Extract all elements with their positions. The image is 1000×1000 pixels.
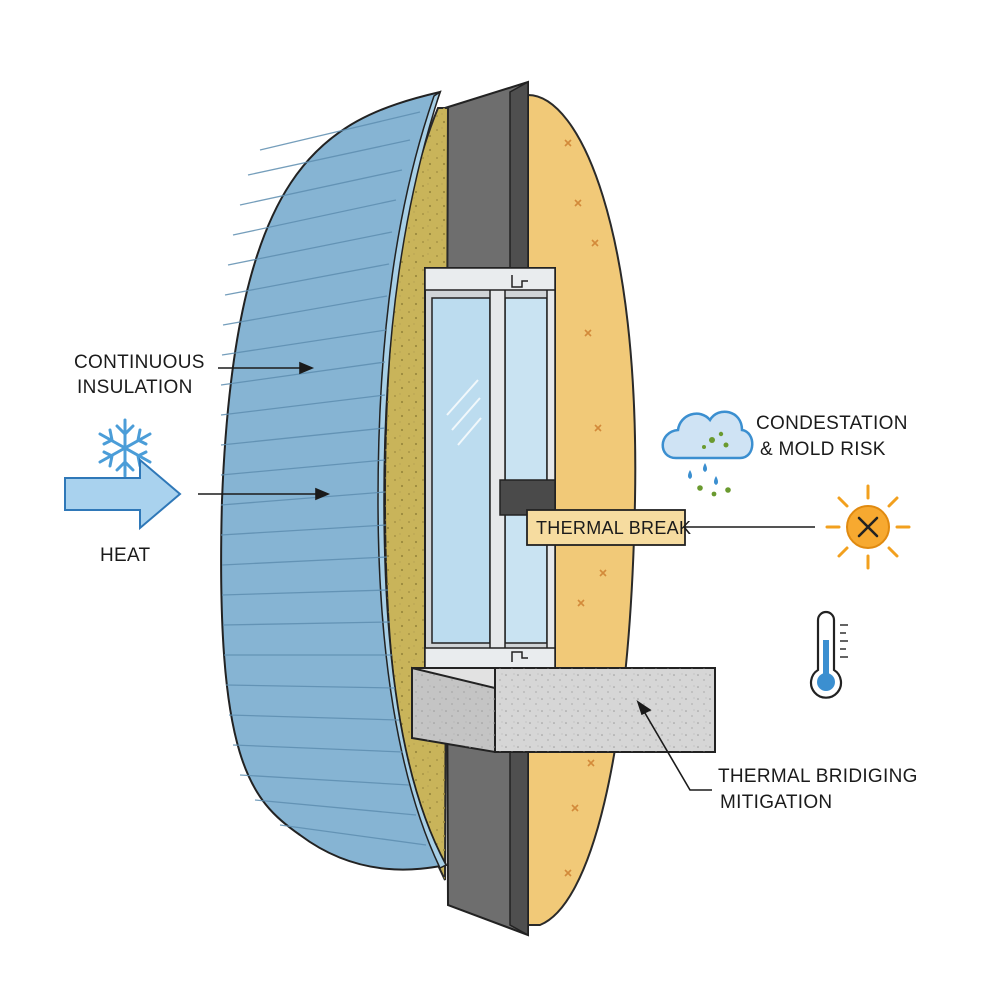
snowflake-icon	[98, 418, 152, 478]
thermal-break-label: THERMAL BREAK	[536, 518, 691, 538]
condensation-label-line1: CONDESTATION	[756, 413, 908, 434]
window-assembly	[424, 267, 556, 671]
condensation-label-line2: & MOLD RISK	[760, 439, 886, 460]
sun-warning-icon	[825, 484, 911, 570]
continuous-insulation-label-line2: INSULATION	[77, 377, 193, 398]
glass-pane-inner	[504, 297, 548, 644]
thermal-bridging-label-line1: THERMAL BRIDIGING	[718, 766, 918, 787]
thermometer-icon	[809, 610, 848, 699]
leader-lines	[198, 361, 815, 791]
glass-pane-outer	[431, 297, 491, 644]
rain-cloud-icon	[661, 410, 754, 497]
cladding-siding-lines	[220, 111, 427, 846]
concrete-sill	[411, 666, 716, 754]
heat-label: HEAT	[100, 545, 151, 566]
thermal-bridging-label-line2: MITIGATION	[720, 792, 832, 813]
batt-insulation-marks	[564, 139, 607, 877]
heat-arrow-icon	[64, 457, 182, 531]
continuous-insulation-label-line1: CONTINUOUS	[74, 352, 205, 373]
thermal-break-callout	[526, 509, 686, 546]
